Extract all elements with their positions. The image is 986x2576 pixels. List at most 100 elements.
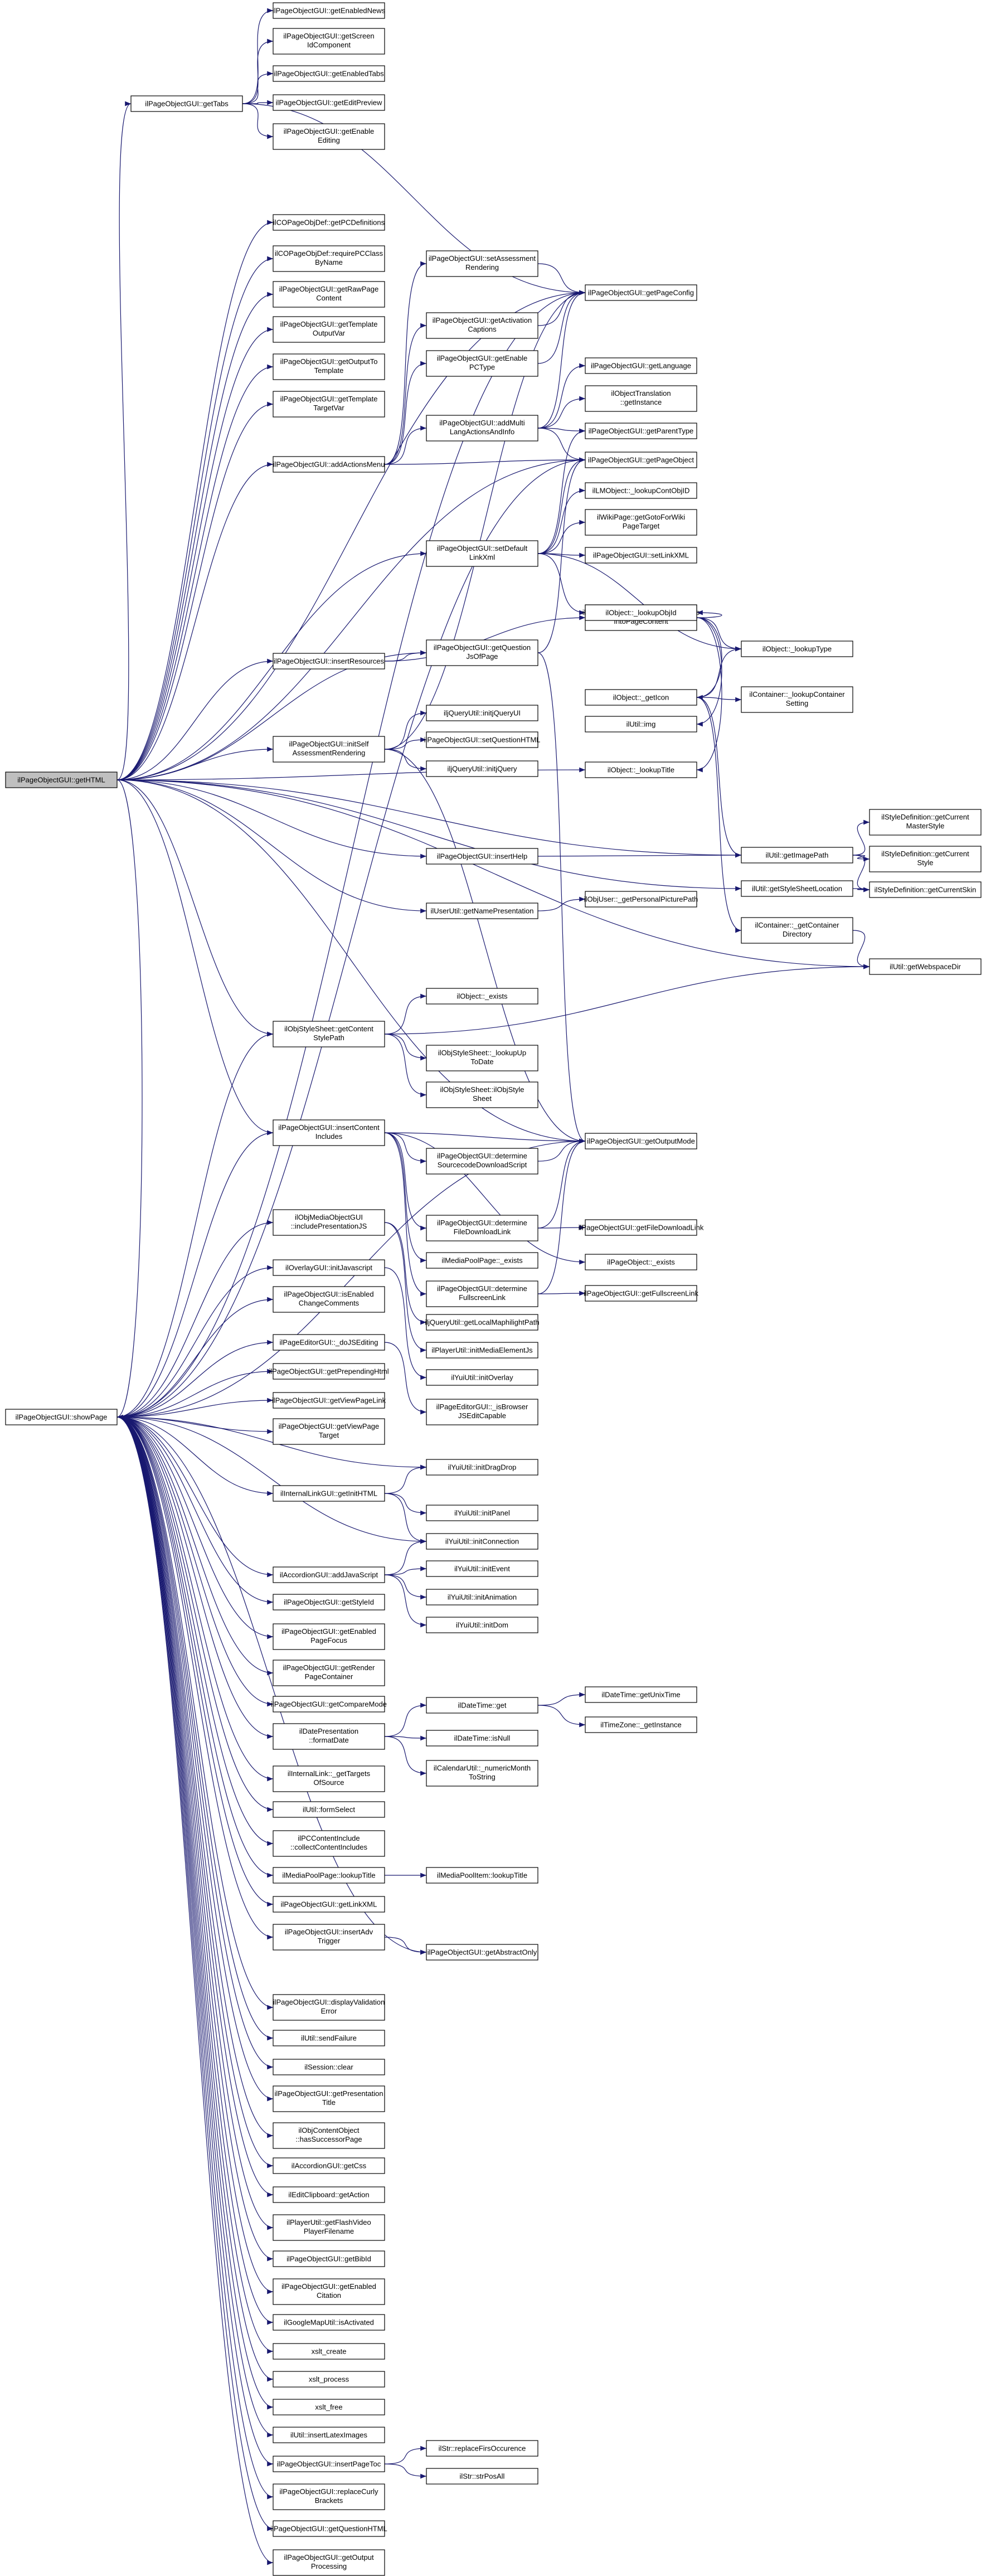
function-node[interactable]: ilPageObjectGUI::insertPageToc: [273, 2456, 385, 2472]
function-node[interactable]: ilPageObjectGUI::initSelfAssessmentRende…: [273, 736, 385, 763]
function-node[interactable]: ilPageObjectGUI::getPageObject: [585, 452, 697, 468]
function-node[interactable]: ilAccordionGUI::getCss: [273, 2157, 385, 2174]
function-node[interactable]: ilPageObjectGUI::getPrependingHtml: [269, 1363, 389, 1380]
function-node[interactable]: ilPageObjectGUI::determineFileDownloadLi…: [426, 1215, 538, 1241]
function-node[interactable]: ilUtil::img: [585, 716, 697, 732]
function-node[interactable]: ilPageObjectGUI::getParentType: [585, 423, 697, 439]
function-node[interactable]: ilGoogleMapUtil::isActivated: [273, 2314, 385, 2331]
function-node[interactable]: ilObject::_getIcon: [585, 689, 697, 706]
function-node[interactable]: ilPageObjectGUI::getEditPreview: [273, 94, 385, 111]
function-node[interactable]: iljQueryUtil::initjQuery: [426, 760, 538, 777]
function-node[interactable]: ilUtil::sendFailure: [273, 2030, 385, 2046]
function-node[interactable]: ilCOPageObjDef::getPCDefinitions: [273, 214, 385, 231]
function-node[interactable]: ilSession::clear: [273, 2059, 385, 2075]
function-node[interactable]: ilDateTime::isNull: [426, 1730, 538, 1747]
function-node[interactable]: ilObjContentObject::hasSuccessorPage: [273, 2122, 385, 2149]
function-node[interactable]: ilLMObject::_lookupContObjID: [585, 482, 697, 499]
function-node[interactable]: ilYuiUtil::initOverlay: [426, 1369, 538, 1386]
function-node[interactable]: ilYuiUtil::initDom: [426, 1617, 538, 1633]
function-node[interactable]: ilObjStyleSheet::ilObjStyleSheet: [426, 1081, 538, 1108]
function-node[interactable]: ilPageObjectGUI::getEnabledNews: [273, 2, 386, 19]
function-node[interactable]: ilPageObjectGUI::getLinkXML: [273, 1896, 385, 1913]
function-node[interactable]: ilDateTime::getUnixTime: [585, 1686, 697, 1703]
function-node[interactable]: ilObjUser::_getPersonalPicturePath: [584, 891, 698, 908]
function-node[interactable]: ilObject::_lookupTitle: [585, 761, 697, 778]
function-node[interactable]: xslt_create: [273, 2343, 385, 2360]
function-node[interactable]: ilEditClipboard::getAction: [273, 2186, 385, 2203]
function-node[interactable]: ilPageObjectGUI::getStyleId: [273, 1594, 385, 1610]
function-node[interactable]: ilPlayerUtil::initMediaElementJs: [426, 1342, 538, 1359]
function-node[interactable]: xslt_free: [273, 2399, 385, 2415]
function-node[interactable]: ilObject::_lookupType: [741, 641, 853, 657]
function-node[interactable]: ilPageObjectGUI::showPage: [5, 1409, 118, 1425]
function-node[interactable]: ilMediaPoolItem::lookupTitle: [426, 1867, 538, 1884]
function-node[interactable]: ilPageObjectGUI::getAbstractOnly: [426, 1944, 538, 1961]
function-node[interactable]: ilObject::_lookupObjId: [585, 604, 697, 621]
function-node[interactable]: ilPageObject::_exists: [585, 1254, 697, 1270]
function-node[interactable]: ilMediaPoolPage::_exists: [426, 1252, 538, 1269]
function-node[interactable]: ilPageObjectGUI::getCompareMode: [271, 1696, 387, 1713]
function-node[interactable]: ilObject::_exists: [426, 988, 538, 1005]
function-node[interactable]: ilDateTime::get: [426, 1697, 538, 1714]
function-node[interactable]: ilUtil::insertLatexImages: [273, 2427, 385, 2443]
root-function-node[interactable]: ilPageObjectGUI::getHTML: [5, 772, 118, 788]
function-node[interactable]: ilObjectTranslation::getInstance: [585, 385, 697, 412]
function-node[interactable]: ilPageObjectGUI::getBibId: [273, 2250, 385, 2267]
function-node[interactable]: ilUserUtil::getNamePresentation: [426, 903, 538, 919]
function-node[interactable]: ilYuiUtil::initConnection: [426, 1533, 538, 1550]
function-node[interactable]: ilPageObjectGUI::getTabs: [130, 95, 243, 112]
function-node[interactable]: ilOverlayGUI::initJavascript: [273, 1259, 385, 1276]
function-node[interactable]: ilUtil::formSelect: [273, 1801, 385, 1818]
function-node[interactable]: iljQueryUtil::initjQueryUI: [426, 705, 538, 721]
function-node[interactable]: ilPageObjectGUI::setQuestionHTML: [424, 731, 541, 748]
function-node[interactable]: ilPageObjectGUI::determineSourcecodeDown…: [426, 1148, 538, 1175]
function-node[interactable]: ilPageObjectGUI::addMultiLangActionsAndI…: [426, 415, 538, 442]
function-node[interactable]: ilPageObjectGUI::addActionsMenu: [273, 456, 385, 473]
function-node[interactable]: ilPageObjectGUI::getEnabledTabs: [273, 65, 385, 82]
function-node[interactable]: ilStyleDefinition::getCurrentSkin: [869, 881, 982, 898]
function-node[interactable]: ilMediaPoolPage::lookupTitle: [273, 1867, 385, 1884]
function-node[interactable]: iljQueryUtil::getLocalMaphilightPath: [425, 1314, 540, 1331]
function-node[interactable]: ilPageEditorGUI::_doJSEditing: [273, 1334, 385, 1351]
function-node[interactable]: ilPageObjectGUI::getPageConfig: [585, 284, 697, 301]
function-node[interactable]: ilPCContentInclude::collectContentInclud…: [273, 1830, 385, 1857]
function-node[interactable]: ilPageObjectGUI::getFullscreenLink: [584, 1285, 698, 1302]
function-node[interactable]: ilYuiUtil::initPanel: [426, 1505, 538, 1521]
function-node[interactable]: ilUtil::getImagePath: [741, 847, 853, 863]
function-node[interactable]: ilUtil::getStyleSheetLocation: [741, 880, 853, 897]
function-node[interactable]: ilPageObjectGUI::getQuestionHTML: [270, 2520, 387, 2537]
function-node[interactable]: ilUtil::getWebspaceDir: [869, 958, 982, 975]
function-node[interactable]: ilPlayerUtil::getFlashVideoPlayerFilenam…: [273, 2214, 385, 2241]
function-node[interactable]: ilPageObjectGUI::getOutputMode: [585, 1133, 697, 1149]
function-node[interactable]: ilTimeZone::_getInstance: [585, 1716, 697, 1733]
function-node[interactable]: ilObjMediaObjectGUI::includePresentation…: [273, 1209, 385, 1236]
function-node[interactable]: ilPageObjectGUI::getViewPageLink: [272, 1392, 386, 1409]
function-node[interactable]: ilDatePresentation::formatDate: [273, 1723, 385, 1750]
function-node[interactable]: ilPageObjectGUI::getLanguage: [585, 357, 697, 374]
function-node[interactable]: ilYuiUtil::initAnimation: [426, 1589, 538, 1605]
